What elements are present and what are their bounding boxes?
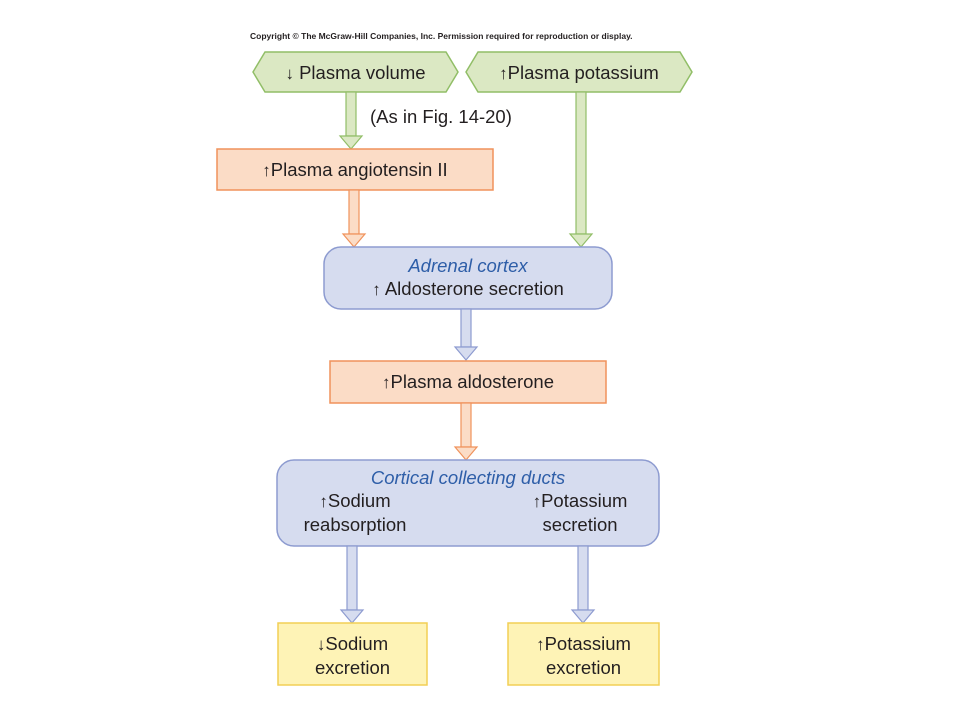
aldosterone-secretion-text: Aldosterone secretion — [384, 278, 564, 299]
decrease-arrow-icon: ↓ — [285, 64, 294, 83]
sodium-reabsorption-label: ↑Sodium reabsorption — [280, 489, 430, 536]
potassium-excretion-label: ↑Potassium excretion — [508, 632, 659, 679]
increase-arrow-icon: ↑ — [262, 161, 271, 180]
plasma-aldosterone-label: ↑Plasma aldosterone — [330, 370, 606, 394]
plasma-aldosterone-text: Plasma aldosterone — [390, 371, 554, 392]
increase-arrow-icon: ↑ — [319, 492, 328, 511]
increase-arrow-icon: ↑ — [499, 64, 508, 83]
plasma-volume-box — [252, 51, 459, 93]
potassium-excretion-line2: excretion — [545, 657, 622, 678]
angiotensin-text: Plasma angiotensin II — [270, 159, 448, 180]
sodium-excretion-line2: excretion — [314, 657, 391, 678]
potassium-secretion-line2: secretion — [542, 514, 618, 535]
sodium-reabsorption-line2: reabsorption — [303, 514, 407, 535]
sodium-excretion-label: ↓Sodium excretion — [278, 632, 427, 679]
potassium-excretion-line1: Potassium — [544, 633, 631, 654]
plasma-volume-label: ↓ Plasma volume — [253, 61, 458, 85]
increase-arrow-icon: ↑ — [532, 492, 542, 511]
collecting-ducts-title-wrap: Cortical collecting ducts — [277, 466, 659, 489]
potassium-secretion-label: ↑Potassium secretion — [505, 489, 655, 536]
increase-arrow-icon: ↑ — [536, 635, 545, 654]
angiotensin-box — [216, 148, 494, 191]
adrenal-cortex-title: Adrenal cortex — [408, 255, 528, 276]
collecting-ducts-box — [276, 459, 660, 547]
arrow-angiotensin-to-adrenal — [341, 189, 367, 248]
sodium-excretion-box — [277, 622, 428, 686]
potassium-excretion-box — [507, 622, 660, 686]
increase-arrow-icon: ↑ — [372, 280, 381, 299]
sodium-reabsorption-line1: Sodium — [327, 490, 391, 511]
increase-arrow-icon: ↑ — [381, 373, 391, 392]
arrow-ducts-to-sodium — [339, 545, 365, 624]
collecting-ducts-title: Cortical collecting ducts — [370, 467, 566, 488]
decrease-arrow-icon: ↓ — [316, 635, 326, 654]
plasma-potassium-label: ↑Plasma potassium — [466, 61, 692, 85]
adrenal-cortex-label: Adrenal cortex ↑ Aldosterone secretion — [324, 254, 612, 301]
sodium-excretion-line1: Sodium — [325, 633, 389, 654]
arrow-potassium-to-adrenal — [568, 91, 594, 248]
plasma-aldosterone-box — [329, 360, 607, 404]
plasma-potassium-text: Plasma potassium — [507, 62, 659, 83]
figure-reference-caption: (As in Fig. 14-20) — [370, 106, 512, 127]
arrow-ducts-to-potassium — [570, 545, 596, 624]
angiotensin-label: ↑Plasma angiotensin II — [217, 158, 493, 182]
plasma-volume-text: Plasma volume — [299, 62, 426, 83]
copyright-notice: Copyright © The McGraw-Hill Companies, I… — [250, 31, 633, 41]
arrow-aldosterone-to-ducts — [453, 402, 479, 461]
potassium-secretion-line1: Potassium — [541, 490, 628, 511]
arrow-volume-to-angiotensin — [338, 91, 364, 150]
plasma-potassium-box — [465, 51, 693, 93]
arrow-adrenal-to-aldosterone — [453, 308, 479, 361]
